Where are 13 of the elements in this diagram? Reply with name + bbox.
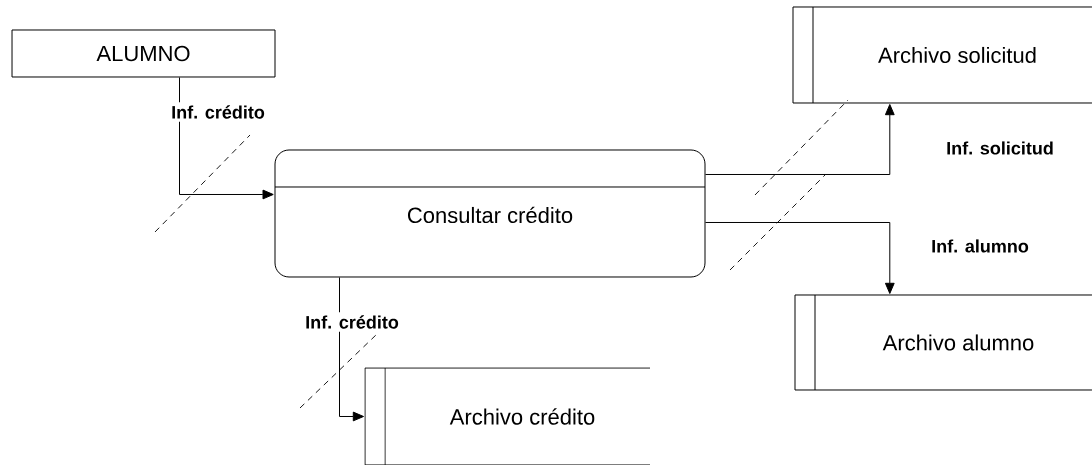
entity-box: ALUMNO xyxy=(11,29,276,78)
arrow xyxy=(179,77,274,200)
data-store: Archivo alumno xyxy=(794,294,1092,391)
data-store: Archivo solicitud xyxy=(792,6,1092,104)
edge-label: Inf. solicitud xyxy=(943,138,1057,158)
edge-label: Inf. crédito xyxy=(302,312,402,332)
data-store: Archivo crédito xyxy=(364,367,651,465)
arrow xyxy=(339,277,364,422)
edge-label: Inf. crédito xyxy=(168,102,268,122)
arrow xyxy=(705,222,895,294)
edge-label: Inf. alumno xyxy=(928,236,1032,256)
process-box: Consultar crédito xyxy=(274,149,706,278)
arrow xyxy=(705,104,895,175)
